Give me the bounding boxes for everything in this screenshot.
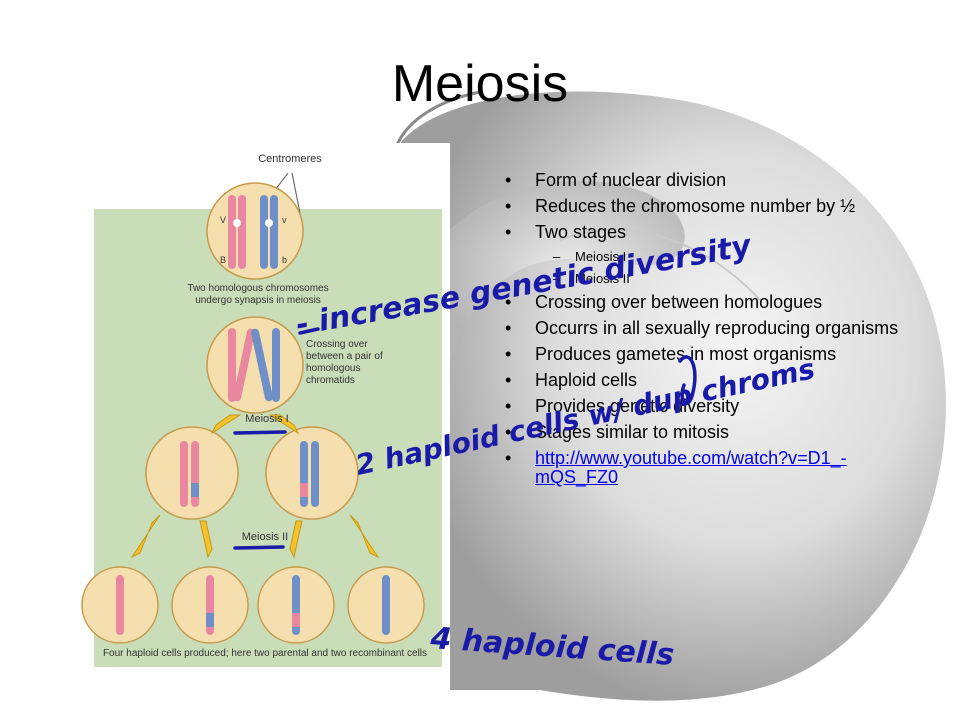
cell-synapsis — [206, 182, 304, 280]
bullet-list: Form of nuclear division Reduces the chr… — [505, 171, 915, 494]
bullet-item: Produces gametes in most organisms — [505, 345, 915, 365]
bottom-caption: Four haploid cells produced; here two pa… — [102, 648, 428, 659]
bullet-item: Occurrs in all sexually reproducing orga… — [505, 319, 915, 339]
cell-crossing-over — [206, 316, 304, 414]
svg-text:V: V — [220, 215, 226, 225]
bullet-item-link: http://www.youtube.com/watch?v=D1_-mQS_F… — [505, 449, 915, 487]
meiosis-1-label: Meiosis I — [245, 413, 289, 425]
cell-meiosis2-3 — [257, 566, 335, 644]
crossing-over-caption: Crossing over between a pair of homologo… — [306, 339, 383, 386]
cell-meiosis2-4 — [347, 566, 425, 644]
cell-meiosis1-right — [265, 426, 359, 520]
youtube-link[interactable]: http://www.youtube.com/watch?v=D1_-mQS_F… — [535, 448, 847, 487]
svg-text:B: B — [220, 255, 226, 265]
division-arrows — [130, 414, 380, 559]
synapsis-caption: Two homologous chromosomes undergo synap… — [187, 283, 329, 306]
sub-bullet-item: Meiosis I — [505, 249, 915, 265]
bullet-item: Two stages — [505, 223, 915, 243]
cell-meiosis1-left — [145, 426, 239, 520]
bullet-item: Provides genetic diversity — [505, 397, 915, 417]
cell-meiosis2-1 — [81, 566, 159, 644]
cell-meiosis2-2 — [171, 566, 249, 644]
centromeres-label: Centromeres — [258, 153, 322, 165]
bullet-item: Stages similar to mitosis — [505, 423, 915, 443]
meiosis-2-label: Meiosis II — [241, 531, 289, 543]
bullet-item: Crossing over between homologues — [505, 293, 915, 313]
bullet-item: Haploid cells — [505, 371, 915, 391]
sub-bullet-item: Meiosis II — [505, 271, 915, 287]
svg-text:v: v — [282, 215, 287, 225]
svg-text:b: b — [282, 255, 287, 265]
bullet-item: Reduces the chromosome number by ½ — [505, 197, 915, 217]
bullet-item: Form of nuclear division — [505, 171, 915, 191]
slide-title: Meiosis — [391, 55, 569, 113]
